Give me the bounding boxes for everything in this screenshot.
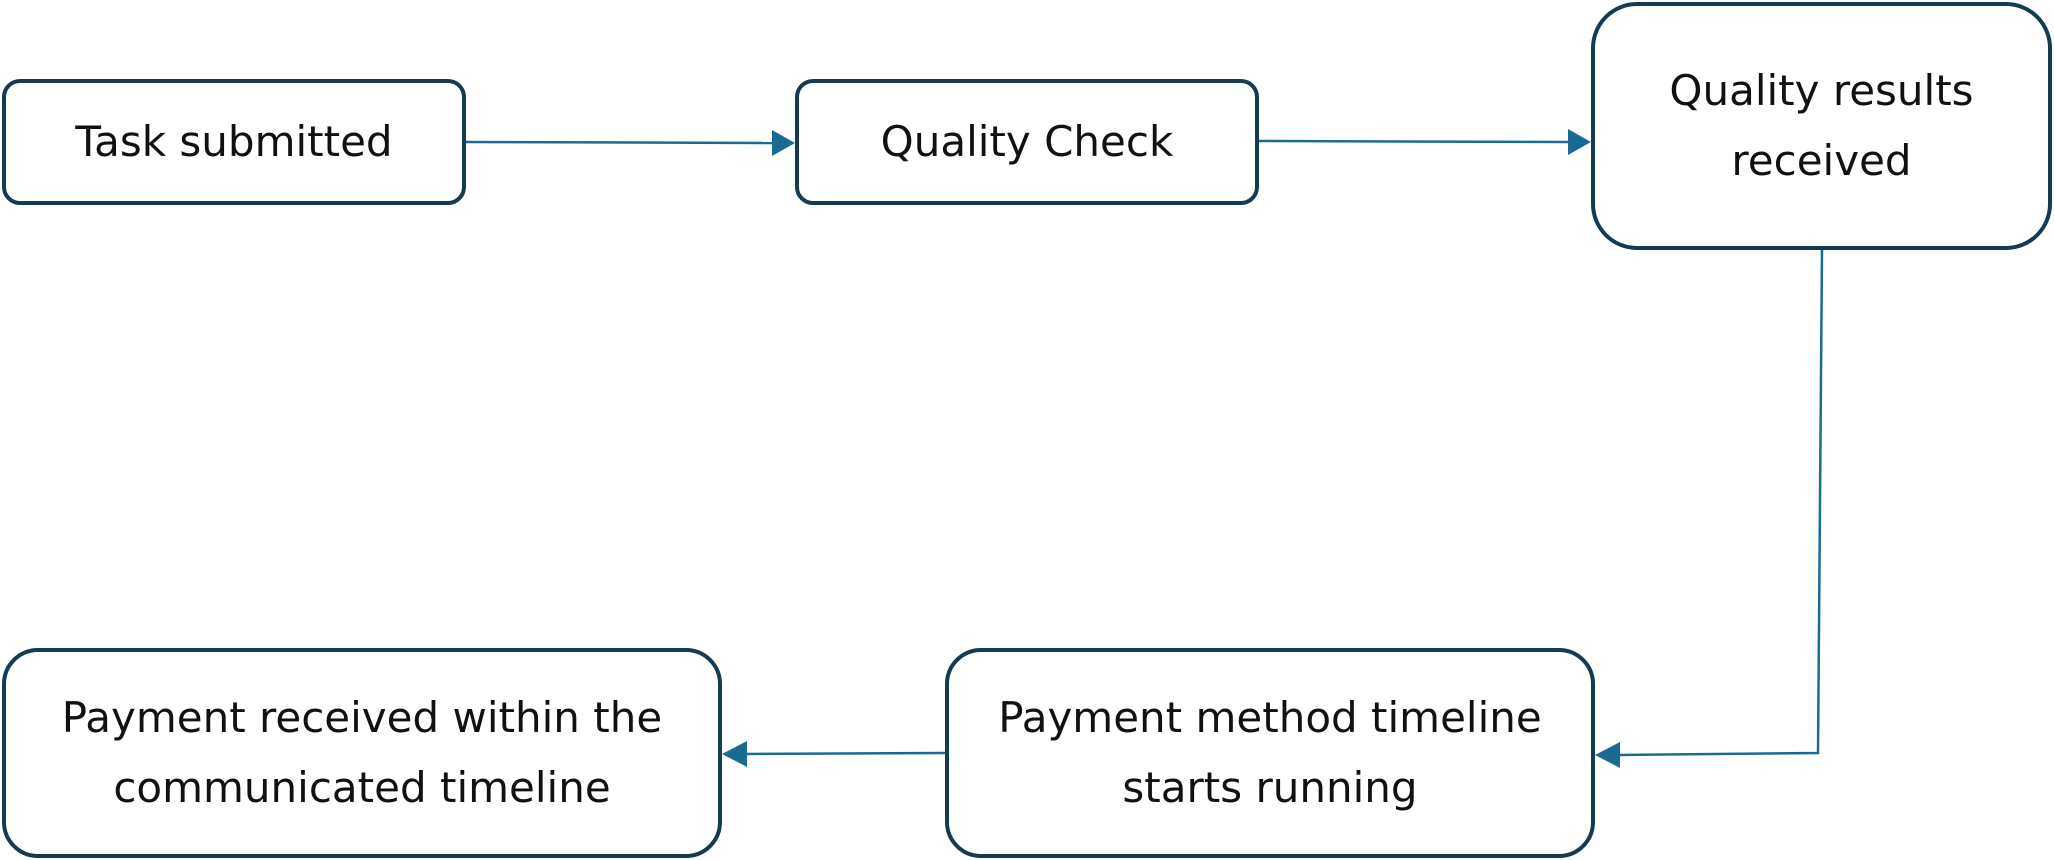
node-quality-check: Quality Check: [795, 79, 1259, 205]
edge-task-to-check: [465, 140, 773, 145]
node-label-payment-timeline-starts: Payment method timeline starts running: [998, 693, 1542, 812]
edge-results-to-timeline: [1619, 249, 1824, 757]
node-payment-timeline-starts: Payment method timeline starts running: [945, 648, 1595, 858]
arrowhead-to-payment-received: [722, 741, 747, 767]
arrowhead-to-payment-timeline: [1595, 742, 1620, 768]
node-label-quality-check: Quality Check: [880, 117, 1174, 166]
node-task-submitted: Task submitted: [2, 79, 466, 205]
arrowhead-to-quality-check: [772, 130, 795, 156]
node-label-task-submitted: Task submitted: [75, 117, 393, 166]
edge-check-to-results: [1258, 139, 1569, 144]
node-payment-received: Payment received within the communicated…: [2, 648, 722, 858]
node-label-payment-received: Payment received within the communicated…: [61, 693, 663, 812]
arrowhead-to-quality-results: [1568, 129, 1591, 155]
node-quality-results-received: Quality results received: [1591, 2, 2052, 250]
node-label-quality-results-received: Quality results received: [1669, 66, 1974, 185]
edge-timeline-to-received: [746, 751, 946, 756]
